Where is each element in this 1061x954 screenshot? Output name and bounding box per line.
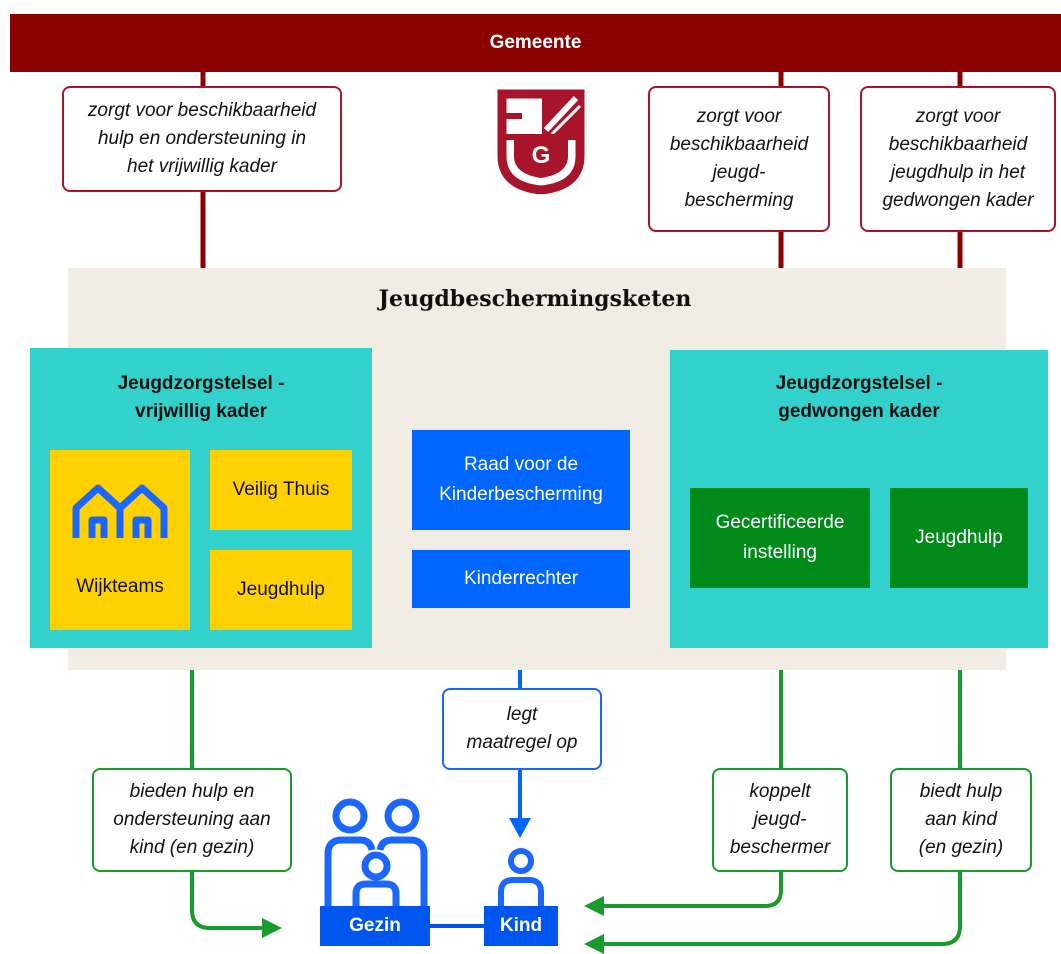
veilig-thuis-box: Veilig Thuis <box>210 450 352 530</box>
kinderrechter-box: Kinderrechter <box>412 550 630 608</box>
connector-green-jeugdhulp <box>602 588 962 946</box>
logo-letter: G <box>531 142 551 169</box>
jeugdhulp-voluntary-box: Jeugdhulp <box>210 550 352 630</box>
arrow-green-left <box>262 918 282 938</box>
note-beschikbaarheid-vrijwillig: zorgt voor beschikbaarheid hulp en onder… <box>62 86 342 192</box>
wijkteams-label: Wijkteams <box>76 576 164 597</box>
arrow-blue-center <box>509 818 531 838</box>
municipal-shield-icon: G <box>494 86 588 195</box>
note-beschikbaarheid-jeugdbescherming: zorgt voor beschikbaarheid jeugd- besche… <box>648 86 830 232</box>
note-koppelt-jeugdbeschermer: koppelt jeugd- beschermer <box>712 768 848 872</box>
arrow-green-gecert <box>584 896 604 916</box>
raad-kinderbescherming-box: Raad voor de Kinderbescherming <box>412 430 630 530</box>
gecertificeerde-instelling-box: Gecertificeerde instelling <box>690 488 870 588</box>
note-biedt-hulp: biedt hulp aan kind (en gezin) <box>890 768 1032 872</box>
kind-label: Kind <box>484 906 558 946</box>
forced-title: Jeugdzorgstelsel - gedwongen kader <box>775 373 943 422</box>
gezin-label: Gezin <box>320 906 430 946</box>
note-legt-maatregel-op: legt maatregel op <box>442 688 602 770</box>
note-beschikbaarheid-gedwongen: zorgt voor beschikbaarheid jeugdhulp in … <box>860 86 1056 232</box>
wijkteams-box: Wijkteams <box>50 450 190 630</box>
connector-green-gecert <box>602 588 783 908</box>
arrow-green-jeugdhulp <box>584 934 604 954</box>
family-icon <box>320 796 432 908</box>
child-icon <box>494 848 548 908</box>
houses-icon <box>70 480 170 542</box>
jeugdhulp-forced-box: Jeugdhulp <box>890 488 1028 588</box>
keten-title: Jeugdbeschermingsketen <box>378 286 692 312</box>
gemeente-header: Gemeente <box>10 14 1061 72</box>
note-bieden-hulp: bieden hulp en ondersteuning aan kind (e… <box>92 768 292 872</box>
connector-green-left <box>190 650 265 930</box>
voluntary-title: Jeugdzorgstelsel - vrijwillig kader <box>117 373 285 422</box>
